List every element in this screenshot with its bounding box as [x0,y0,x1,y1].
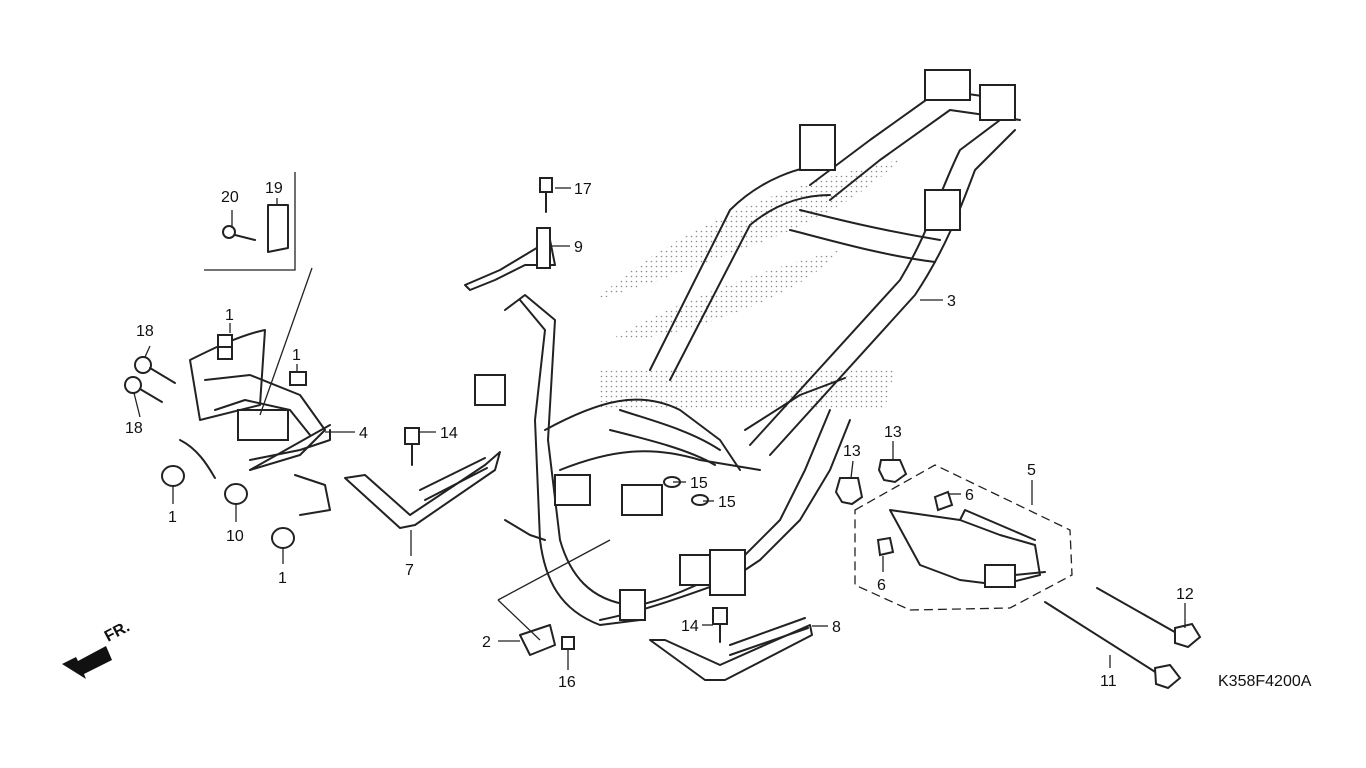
callout-17: 17 [574,181,592,198]
callout-labels: 1 1 1 1 2 3 4 5 6 6 7 8 9 10 11 12 13 13… [125,180,1194,691]
bracket-part-2 [519,624,556,656]
callout-8: 8 [832,619,841,636]
callout-15: 15 [718,494,736,511]
callout-11: 11 [1100,673,1117,690]
engine-hanger-part-4 [179,329,331,516]
bolt-part-17 [539,177,553,213]
bolt-part-11 [1044,601,1182,690]
callout-1: 1 [278,570,287,587]
callout-2: 2 [482,634,491,651]
callout-3: 3 [947,293,956,310]
leader-lines [133,187,1186,670]
front-marker-label: FR. [102,618,133,645]
callout-1: 1 [168,509,177,526]
callout-13: 13 [884,424,902,441]
callout-9: 9 [574,239,583,256]
bushing-part-1 [161,334,307,549]
front-arrow-icon [62,646,112,679]
callout-7: 7 [405,562,414,579]
floor-step-part-7 [344,451,501,529]
callout-6: 6 [965,487,974,504]
bolt-part-16 [561,636,575,650]
callout-5: 5 [1027,462,1036,479]
callout-6: 6 [877,577,886,594]
callout-14: 14 [440,425,458,442]
swing-arm-group-part-5 [854,464,1073,611]
group-line [497,539,611,641]
bolt-part-18 [124,356,176,403]
bushing-part-10 [224,483,248,505]
callout-15: 15 [690,475,708,492]
callout-20: 20 [221,189,239,206]
clip-part-15 [663,476,709,506]
callout-1: 1 [225,307,234,324]
diagram-code: K358F4200A [1218,673,1312,690]
callout-1: 1 [292,347,301,364]
frame-body-part-3 [474,69,1021,626]
callout-18: 18 [136,323,154,340]
nut-part-13 [834,459,908,506]
floor-step-part-8 [649,617,813,681]
callout-13: 13 [843,443,861,460]
callout-14: 14 [681,618,699,635]
callout-19: 19 [265,180,283,197]
callout-4: 4 [359,425,368,442]
callout-10: 10 [226,528,244,545]
callout-18: 18 [125,420,143,437]
bolt-part-14 [404,427,728,643]
brand-watermark [596,160,900,408]
detail-inset [204,172,313,416]
callout-12: 12 [1176,586,1194,603]
bolt-part-12 [1096,587,1202,649]
stay-part-9 [464,227,556,291]
callout-16: 16 [558,674,576,691]
